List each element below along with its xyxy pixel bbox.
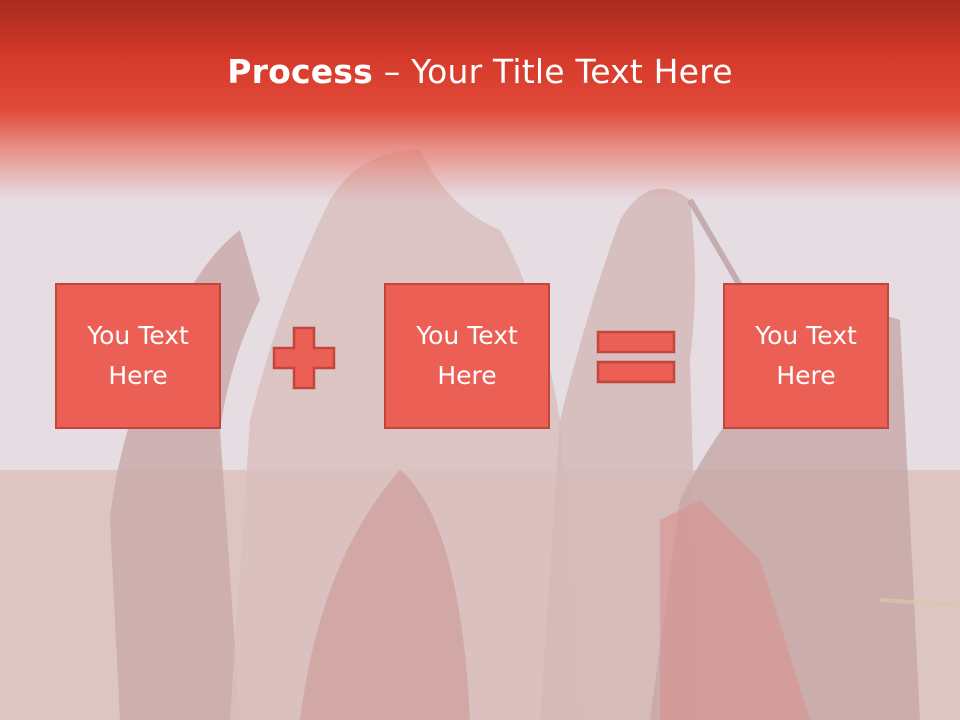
process-box-label: You Text Here bbox=[87, 321, 189, 390]
equals-icon bbox=[596, 330, 676, 384]
process-box-2[interactable]: You Text Here bbox=[384, 283, 550, 429]
title-dash: – bbox=[373, 52, 412, 91]
slide-title: Process – Your Title Text Here bbox=[0, 52, 960, 91]
process-box-label: You Text Here bbox=[755, 321, 857, 390]
process-box-3[interactable]: You Text Here bbox=[723, 283, 889, 429]
plus-icon bbox=[272, 326, 336, 390]
title-bold-word: Process bbox=[227, 52, 373, 91]
process-box-1[interactable]: You Text Here bbox=[55, 283, 221, 429]
title-text: Your Title Text Here bbox=[411, 52, 733, 91]
process-box-label: You Text Here bbox=[416, 321, 518, 390]
title-band bbox=[0, 0, 960, 200]
